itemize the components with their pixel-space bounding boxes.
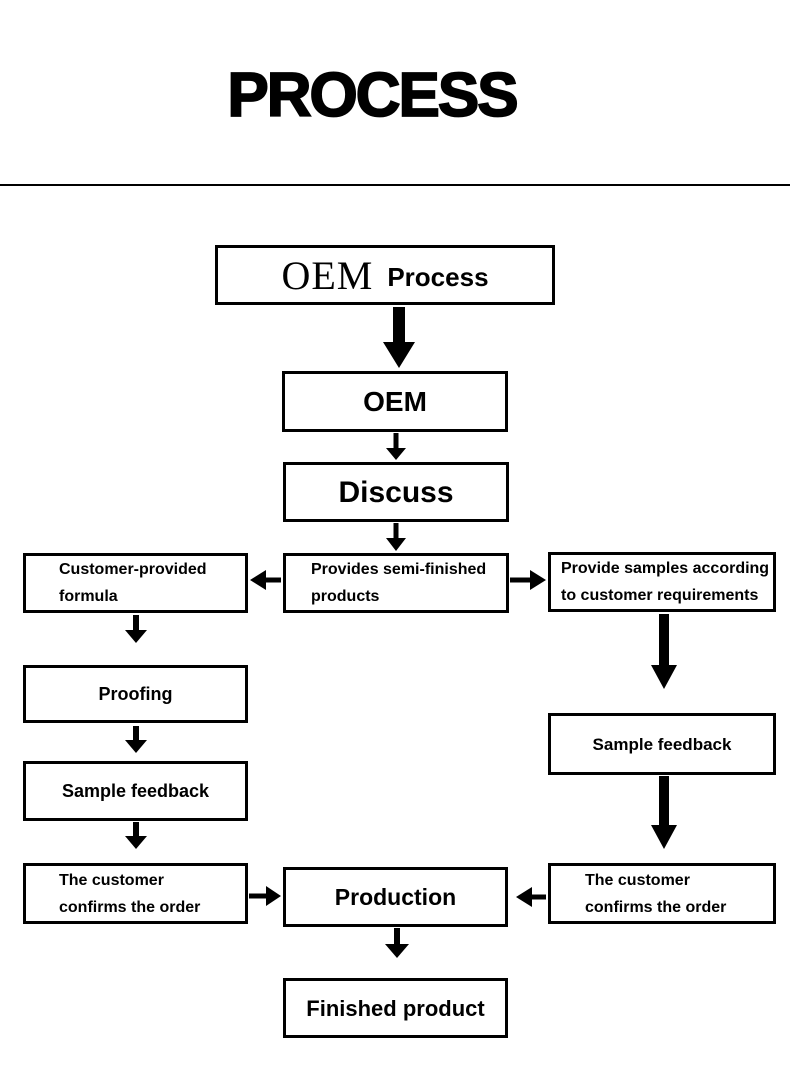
node-provide-samples: Provide samples according to customer re… — [548, 552, 776, 612]
page-title: PROCESS — [226, 61, 519, 130]
node-customer-formula-line2: formula — [59, 588, 118, 605]
node-customer-confirms-right: The customer confirms the order — [548, 863, 776, 924]
node-oem-process-header: OEM Process — [215, 245, 555, 305]
arrow-production-to-finished — [385, 928, 409, 958]
node-discuss: Discuss — [283, 462, 509, 522]
node-provide-samples-line2: to customer requirements — [561, 587, 759, 604]
arrow-provides-to-samples-right — [510, 570, 546, 590]
node-customer-confirms-left: The customer confirms the order — [23, 863, 248, 924]
node-discuss-label: Discuss — [338, 475, 454, 509]
node-confirm-left-line1: The customer — [59, 871, 164, 889]
arrow-samples-to-feedback-right — [651, 614, 677, 689]
node-production-label: Production — [334, 883, 457, 910]
arrow-feedback-to-confirm-right — [651, 776, 677, 849]
arrow-formula-to-proofing — [125, 615, 147, 643]
node-provides-line1: Provides semi-finished — [311, 561, 487, 578]
node-production: Production — [283, 867, 508, 927]
arrow-confirm-left-to-production — [249, 886, 281, 906]
arrow-confirm-right-to-production — [516, 887, 546, 907]
node-confirm-left-line2: confirms the order — [59, 898, 201, 916]
node-provide-samples-line1: Provide samples according — [561, 560, 770, 577]
node-sample-feedback-left-label: Sample feedback — [61, 780, 210, 801]
node-provides-line2: products — [311, 588, 380, 605]
arrow-header-to-oem — [383, 307, 415, 368]
node-sample-feedback-right: Sample feedback — [548, 713, 776, 775]
node-sample-feedback-right-label: Sample feedback — [592, 734, 732, 754]
node-confirm-right-line2: confirms the order — [585, 898, 727, 916]
process-suffix-text: Process — [387, 261, 489, 292]
node-confirm-right-line1: The customer — [585, 871, 690, 889]
node-customer-formula-line1: Customer-provided — [59, 561, 207, 578]
node-oem: OEM — [282, 371, 508, 432]
arrow-oem-to-discuss — [386, 433, 406, 460]
oem-brand-text: OEM — [281, 252, 374, 298]
arrow-proofing-to-feedback-left — [125, 726, 147, 753]
node-sample-feedback-left: Sample feedback — [23, 761, 248, 821]
node-finished-product: Finished product — [283, 978, 508, 1038]
node-finished-product-label: Finished product — [306, 995, 485, 1021]
node-provides-semi-finished: Provides semi-finished products — [283, 553, 509, 613]
node-oem-label: OEM — [363, 386, 427, 417]
node-proofing-label: Proofing — [98, 683, 173, 704]
node-proofing: Proofing — [23, 665, 248, 723]
arrow-discuss-to-provides — [386, 523, 406, 551]
node-customer-provided-formula: Customer-provided formula — [23, 553, 248, 613]
header-divider-line — [0, 184, 790, 186]
arrow-feedback-to-confirm-left — [125, 822, 147, 849]
arrow-provides-to-formula-left — [250, 570, 281, 590]
